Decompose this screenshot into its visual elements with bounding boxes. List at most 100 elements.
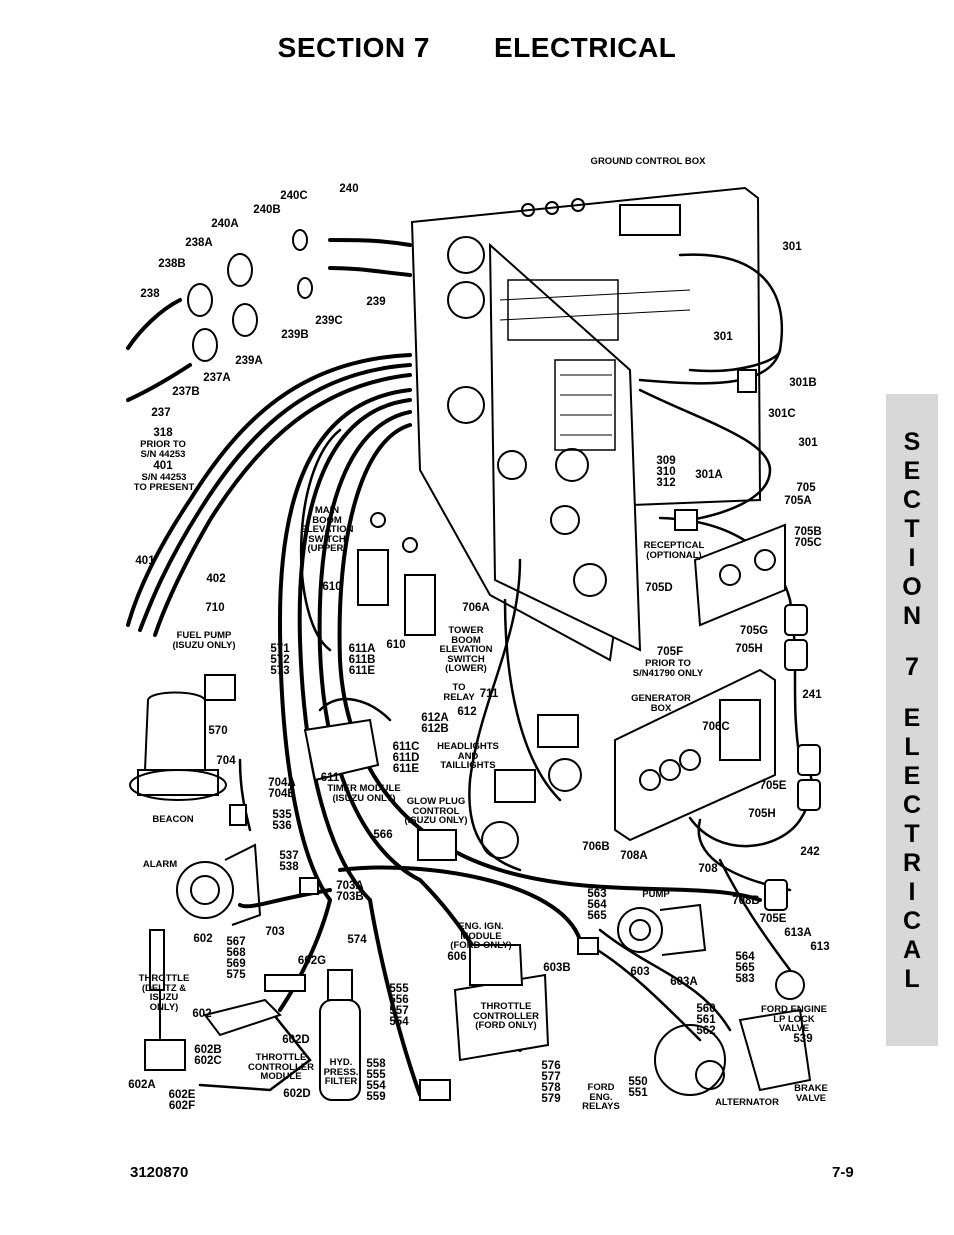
callout-label: 705G	[739, 625, 769, 637]
callout-label: 555 556 557 554	[389, 983, 409, 1028]
callout-label: 239A	[235, 355, 263, 367]
callout-label: TOWER BOOM ELEVATION SWITCH (LOWER)	[439, 625, 493, 674]
callout-label: 612A 612B	[421, 712, 449, 735]
callout-label: 705	[796, 482, 816, 494]
callout-label: 567 568 569 575	[226, 936, 246, 981]
callout-label: 242	[800, 846, 820, 858]
alternator	[654, 1024, 726, 1096]
callout-label: 708	[698, 863, 718, 875]
ground-control-box	[410, 186, 762, 662]
callout-label: 239	[366, 296, 386, 308]
callout-label: MAIN BOOM ELEVATION SWITCH (UPPER)	[300, 505, 354, 554]
callout-label: ENG. IGN. MODULE (FORD ONLY)	[450, 921, 512, 951]
tab-letter: E	[903, 704, 921, 732]
tab-letter: A	[902, 936, 922, 964]
tab-letter: R	[902, 849, 922, 877]
callout-label: GENERATOR BOX	[631, 693, 691, 714]
beacon	[129, 691, 227, 801]
callout-label: 703A 703B	[336, 880, 364, 903]
callout-label: 602D	[283, 1088, 311, 1100]
glow-plug-control	[417, 829, 457, 861]
callout-label: 602	[192, 1008, 212, 1020]
document-number: 3120870	[130, 1164, 189, 1181]
callout-label: 603A	[670, 976, 698, 988]
callout-label: BRAKE VALVE	[794, 1083, 828, 1104]
callout-label: 560 561 562	[696, 1003, 716, 1037]
callout-label: 602E 602F	[168, 1089, 196, 1112]
callout-label: 238B	[158, 258, 186, 270]
tab-letter: E	[903, 762, 921, 790]
callout-label: 240A	[211, 218, 239, 230]
callout-label: GLOW PLUG CONTROL (ISUZU ONLY)	[404, 796, 468, 826]
callout-label: 705E	[759, 780, 787, 792]
callout-label: 703	[265, 926, 285, 938]
callout-label: 708A	[620, 850, 648, 862]
callout-label: 705H	[748, 808, 776, 820]
callout-label: BEACON	[152, 814, 194, 825]
callout-label: 706B	[582, 841, 610, 853]
callout-label: RECEPTICAL (OPTIONAL)	[643, 540, 705, 561]
callout-label: 704	[216, 755, 236, 767]
callout-label: 705H	[735, 643, 763, 655]
callout-label: 240B	[253, 204, 281, 216]
tab-letter: E	[903, 457, 921, 485]
callout-label: 571 572 573	[270, 643, 290, 677]
tab-letter: L	[904, 733, 920, 761]
callout-label: ALARM	[142, 859, 178, 870]
pump	[617, 903, 707, 956]
callout-label: 535 536	[272, 809, 292, 832]
hydraulic-pressure-filter	[319, 969, 361, 1101]
callout-label: THROTTLE CONTROLLER MODULE	[248, 1052, 314, 1082]
callout-label: 563 564 565	[587, 888, 607, 922]
callout-label: 237A	[203, 372, 231, 384]
callout-label: 705F	[656, 646, 684, 658]
throttle	[144, 929, 186, 1071]
tab-letter: T	[904, 820, 920, 848]
callout-label: ALTERNATOR	[715, 1097, 779, 1108]
callout-label: 539	[793, 1033, 813, 1045]
callout-label: 238	[140, 288, 160, 300]
callout-label: 611	[320, 772, 340, 784]
callout-label: 239B	[281, 329, 309, 341]
throttle-controller-ford	[453, 944, 550, 1062]
callout-label: 602A	[128, 1079, 156, 1091]
callout-label: 705B 705C	[794, 526, 822, 549]
section-name: ELECTRICAL	[493, 32, 677, 63]
section-number: SECTION 7	[277, 32, 430, 63]
callout-label: 318	[153, 427, 173, 439]
callout-label: 613	[810, 941, 830, 953]
main-wire-harness	[126, 238, 762, 1097]
callout-label: S/N 44253 TO PRESENT	[133, 472, 195, 493]
callout-label: 301A	[695, 469, 723, 481]
callout-label: 566	[373, 829, 393, 841]
callout-label: 710	[205, 602, 225, 614]
callout-label: FORD ENGINE LP LOCK VALVE	[761, 1004, 827, 1034]
callout-label: HYD. PRESS. FILTER	[323, 1057, 359, 1087]
callout-label: 239C	[315, 315, 343, 327]
callout-label: 611C 611D 611E	[392, 741, 420, 775]
tab-letter: O	[902, 573, 922, 601]
callout-label: 602G	[297, 955, 327, 967]
tab-letter: T	[904, 515, 920, 543]
timer-module	[303, 718, 380, 782]
callout-label: 704A 704B	[268, 777, 296, 800]
callout-label: 708B	[732, 895, 760, 907]
generator-box	[614, 668, 776, 842]
alarm	[176, 843, 262, 926]
callout-label: 602	[193, 933, 213, 945]
callout-label: PRIOR TO S/N41790 ONLY	[632, 658, 704, 679]
page-title: SECTION 7 ELECTRICAL	[0, 32, 954, 64]
callout-label: 603B	[543, 962, 571, 974]
callout-label: HEADLIGHTS AND TAILLIGHTS	[437, 741, 499, 771]
page-number: 7-9	[832, 1164, 854, 1181]
callout-label: 603	[630, 966, 650, 978]
callout-label: 612	[457, 706, 477, 718]
callout-label: 240C	[280, 190, 308, 202]
callout-label: 301	[713, 331, 733, 343]
callout-label: FORD ENG. RELAYS	[582, 1082, 620, 1112]
callout-label: 564 565 583	[735, 951, 755, 985]
callout-label: 570	[208, 725, 228, 737]
fuel-pump	[204, 674, 236, 701]
callout-label: TO RELAY	[443, 682, 475, 703]
